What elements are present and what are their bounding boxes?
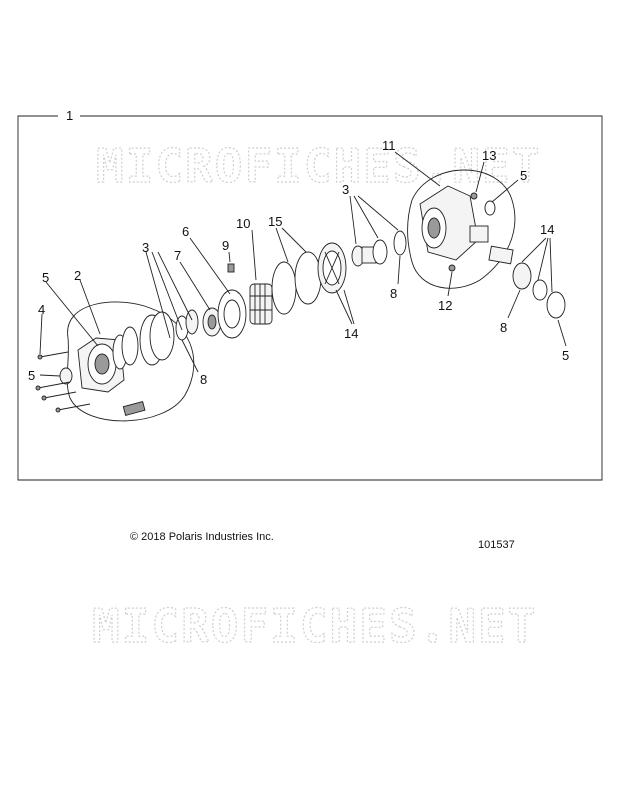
bearing-stack-part (351, 230, 407, 267)
output-shaft-part (488, 245, 566, 319)
callout-8-right: 8 (500, 320, 507, 335)
roller-cage-part (249, 283, 273, 325)
callout-3-left: 3 (142, 240, 149, 255)
watermark-bottom: MICROFICHES.NET (92, 599, 537, 653)
assembly-frame (17, 115, 603, 481)
left-ring-stack (112, 309, 199, 370)
ring-gear-part (317, 242, 347, 294)
callout-15: 15 (268, 214, 282, 229)
right-housing-part (419, 185, 496, 272)
callout-14-middle: 14 (344, 326, 358, 341)
callout-6: 6 (182, 224, 189, 239)
callout-5-top-left: 5 (42, 270, 49, 285)
callout-5-left: 5 (28, 368, 35, 383)
callout-2: 2 (74, 268, 81, 283)
pin-part (227, 263, 235, 273)
copyright-text: © 2018 Polaris Industries Inc. (130, 531, 274, 543)
callout-5-right-top: 5 (520, 168, 527, 183)
callout-13: 13 (482, 148, 496, 163)
callout-14-right: 14 (540, 222, 554, 237)
housing-outline-right (407, 169, 516, 289)
callout-labels: 1 2 3 3 4 5 5 5 5 6 7 8 8 8 9 10 11 12 1… (28, 108, 569, 387)
callout-4: 4 (38, 302, 45, 317)
callout-5-right-bottom: 5 (562, 348, 569, 363)
callout-7: 7 (174, 248, 181, 263)
callout-8-left: 8 (200, 372, 207, 387)
callout-11: 11 (382, 138, 396, 153)
bolts-part (35, 351, 91, 413)
gear-part (202, 307, 222, 337)
callout-10: 10 (236, 216, 250, 231)
callout-3-middle: 3 (342, 182, 349, 197)
callout-1: 1 (66, 108, 73, 123)
callout-9: 9 (222, 238, 229, 253)
watermark-top: MICROFICHES.NET (96, 139, 541, 193)
callout-12: 12 (438, 298, 452, 313)
housing-outline-left (66, 301, 195, 422)
left-housing-part (59, 337, 146, 416)
leader-lines (39, 151, 567, 377)
plate-part (217, 289, 247, 339)
callout-8-middle: 8 (390, 286, 397, 301)
figure-number: 101537 (478, 539, 515, 551)
snap-ring-part (271, 251, 322, 315)
